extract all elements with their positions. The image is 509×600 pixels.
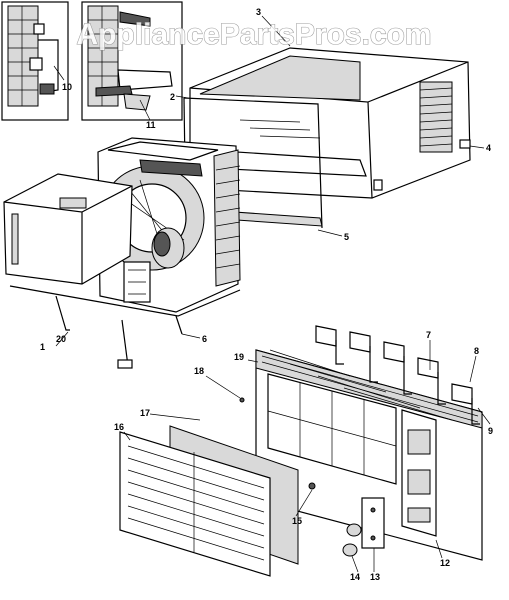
callout-10: 10	[62, 82, 72, 92]
inset-detail-left	[1, 1, 69, 121]
callout-1: 1	[40, 342, 45, 352]
inset-detail-right	[81, 1, 183, 121]
callout-2: 2	[170, 92, 175, 102]
callout-6: 6	[202, 334, 207, 344]
small-parts	[239, 397, 385, 557]
front-grille	[119, 431, 271, 577]
callout-16: 16	[114, 422, 124, 432]
callout-3: 3	[256, 7, 261, 17]
callout-13: 13	[370, 572, 380, 582]
callout-17: 17	[140, 408, 150, 418]
callout-14: 14	[350, 572, 360, 582]
watermark-text: AppliancePartsPros.com	[76, 18, 431, 51]
callout-5: 5	[344, 232, 349, 242]
callout-4: 4	[486, 143, 491, 153]
callout-labels: 1 2 3 4 5 6 7 8 9 10 11 12 13 14 15 16 1…	[40, 7, 493, 582]
callout-11: 11	[146, 120, 156, 130]
front-cabinet	[255, 349, 483, 561]
leader-lines	[53, 15, 491, 573]
callout-12: 12	[440, 558, 450, 568]
callout-19: 19	[234, 352, 244, 362]
callout-9: 9	[488, 426, 493, 436]
callout-8: 8	[474, 346, 479, 356]
callout-15: 15	[292, 516, 302, 526]
callout-18: 18	[194, 366, 204, 376]
mounting-brackets	[269, 325, 480, 425]
chassis-assembly	[3, 137, 241, 369]
callout-20: 20	[56, 334, 66, 344]
callout-7: 7	[426, 330, 431, 340]
